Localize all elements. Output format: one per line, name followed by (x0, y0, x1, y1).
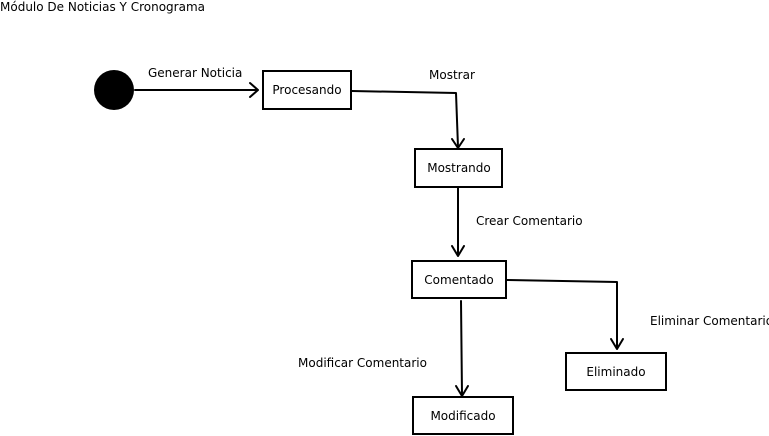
edge-label-generar-noticia: Generar Noticia (148, 66, 242, 80)
edge-label-eliminar-comentario: Eliminar Comentario (650, 314, 769, 328)
arrowhead-comentado (451, 245, 465, 257)
edge-label-mostrar: Mostrar (429, 68, 475, 82)
node-comentado-label: Comentado (424, 273, 493, 287)
node-eliminado-box (565, 352, 667, 391)
arrowhead-eliminado (610, 338, 624, 350)
node-procesando-box (262, 70, 352, 110)
node-mostrando-box (414, 148, 503, 188)
initial-state (94, 70, 134, 110)
edge-label-crear-comentario: Crear Comentario (476, 214, 583, 228)
node-procesando-label: Procesando (272, 83, 341, 97)
node-modificado-box (412, 396, 514, 435)
edge-eliminar-comentario (506, 279, 618, 349)
node-comentado-box (411, 260, 507, 299)
edge-label-modificar-comentario: Modificar Comentario (298, 356, 427, 370)
arrowhead-procesando (249, 82, 259, 98)
edge-mostrar (351, 90, 459, 148)
edge-modificar-comentario (460, 300, 463, 396)
node-modificado-label: Modificado (430, 409, 495, 423)
node-eliminado-label: Eliminado (586, 365, 645, 379)
node-mostrando-label: Mostrando (427, 161, 491, 175)
diagram-title: Módulo De Noticias Y Cronograma (0, 0, 205, 14)
